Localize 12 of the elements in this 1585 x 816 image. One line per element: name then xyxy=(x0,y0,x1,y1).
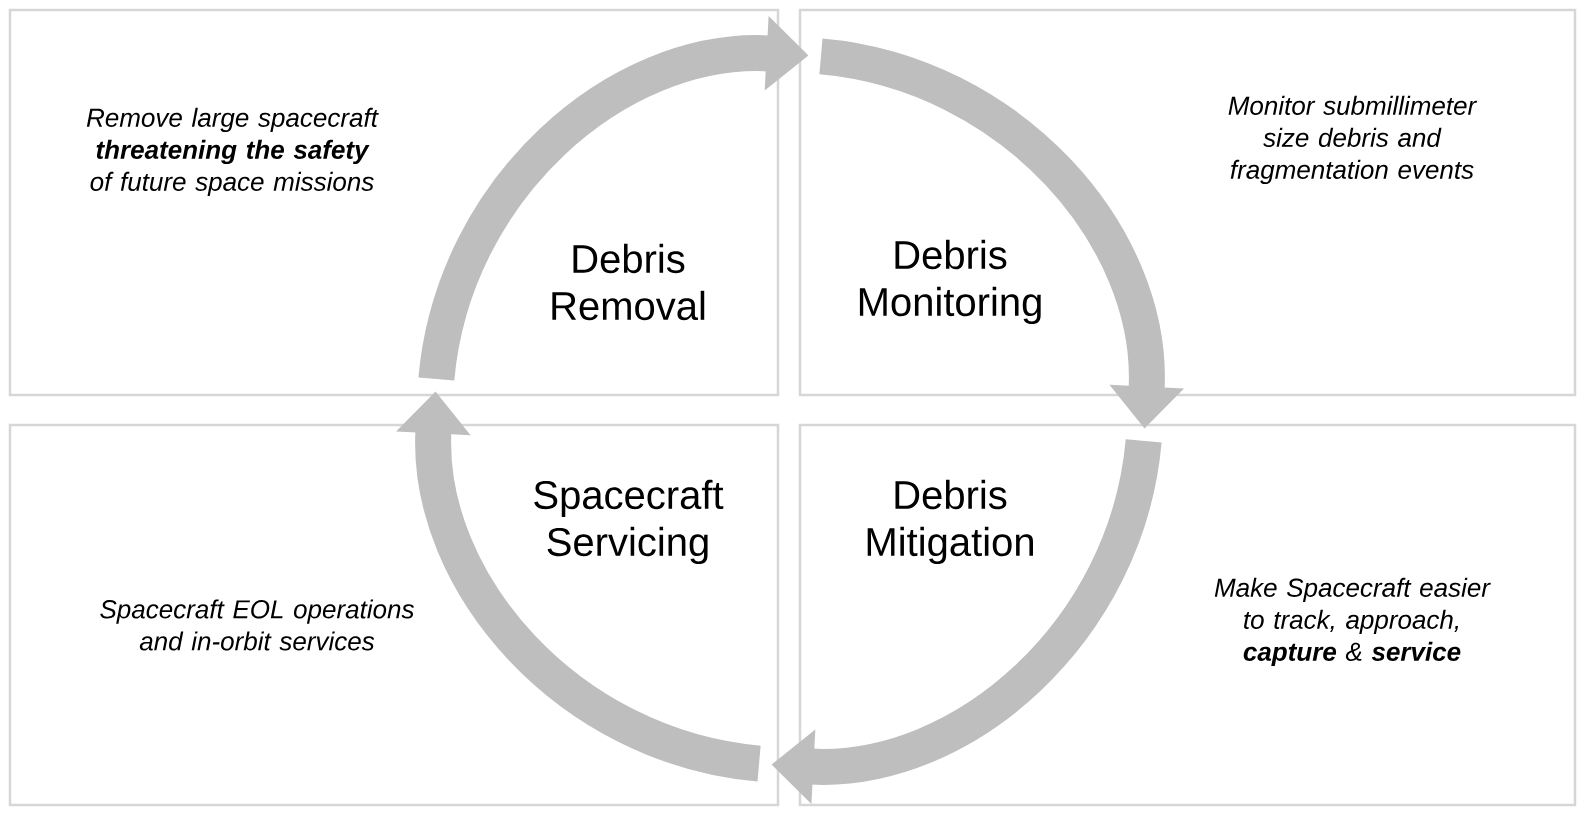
quadrant-box xyxy=(798,423,1577,807)
description-text: Remove large spacecraft threatening the safety of future space missions xyxy=(86,107,379,197)
quadrant-title: Debris Mitigation xyxy=(867,479,1033,565)
quadrant-title: Debris Monitoring xyxy=(859,239,1041,325)
description-text: Spacecraft EOL operations and in-orbit services xyxy=(100,599,414,651)
quadrant-box xyxy=(8,8,780,397)
quadrant-box xyxy=(798,8,1577,397)
description-text: Monitor submillimeter size debris and fragmentation events xyxy=(1228,95,1478,185)
description-text: Make Spacecraft easier to track, approach, capture & service xyxy=(1214,577,1491,667)
quadrant-title: Spacecraft Servicing xyxy=(534,479,724,565)
quadrant-box xyxy=(8,423,780,807)
quadrant-title: Debris Removal xyxy=(552,243,705,321)
